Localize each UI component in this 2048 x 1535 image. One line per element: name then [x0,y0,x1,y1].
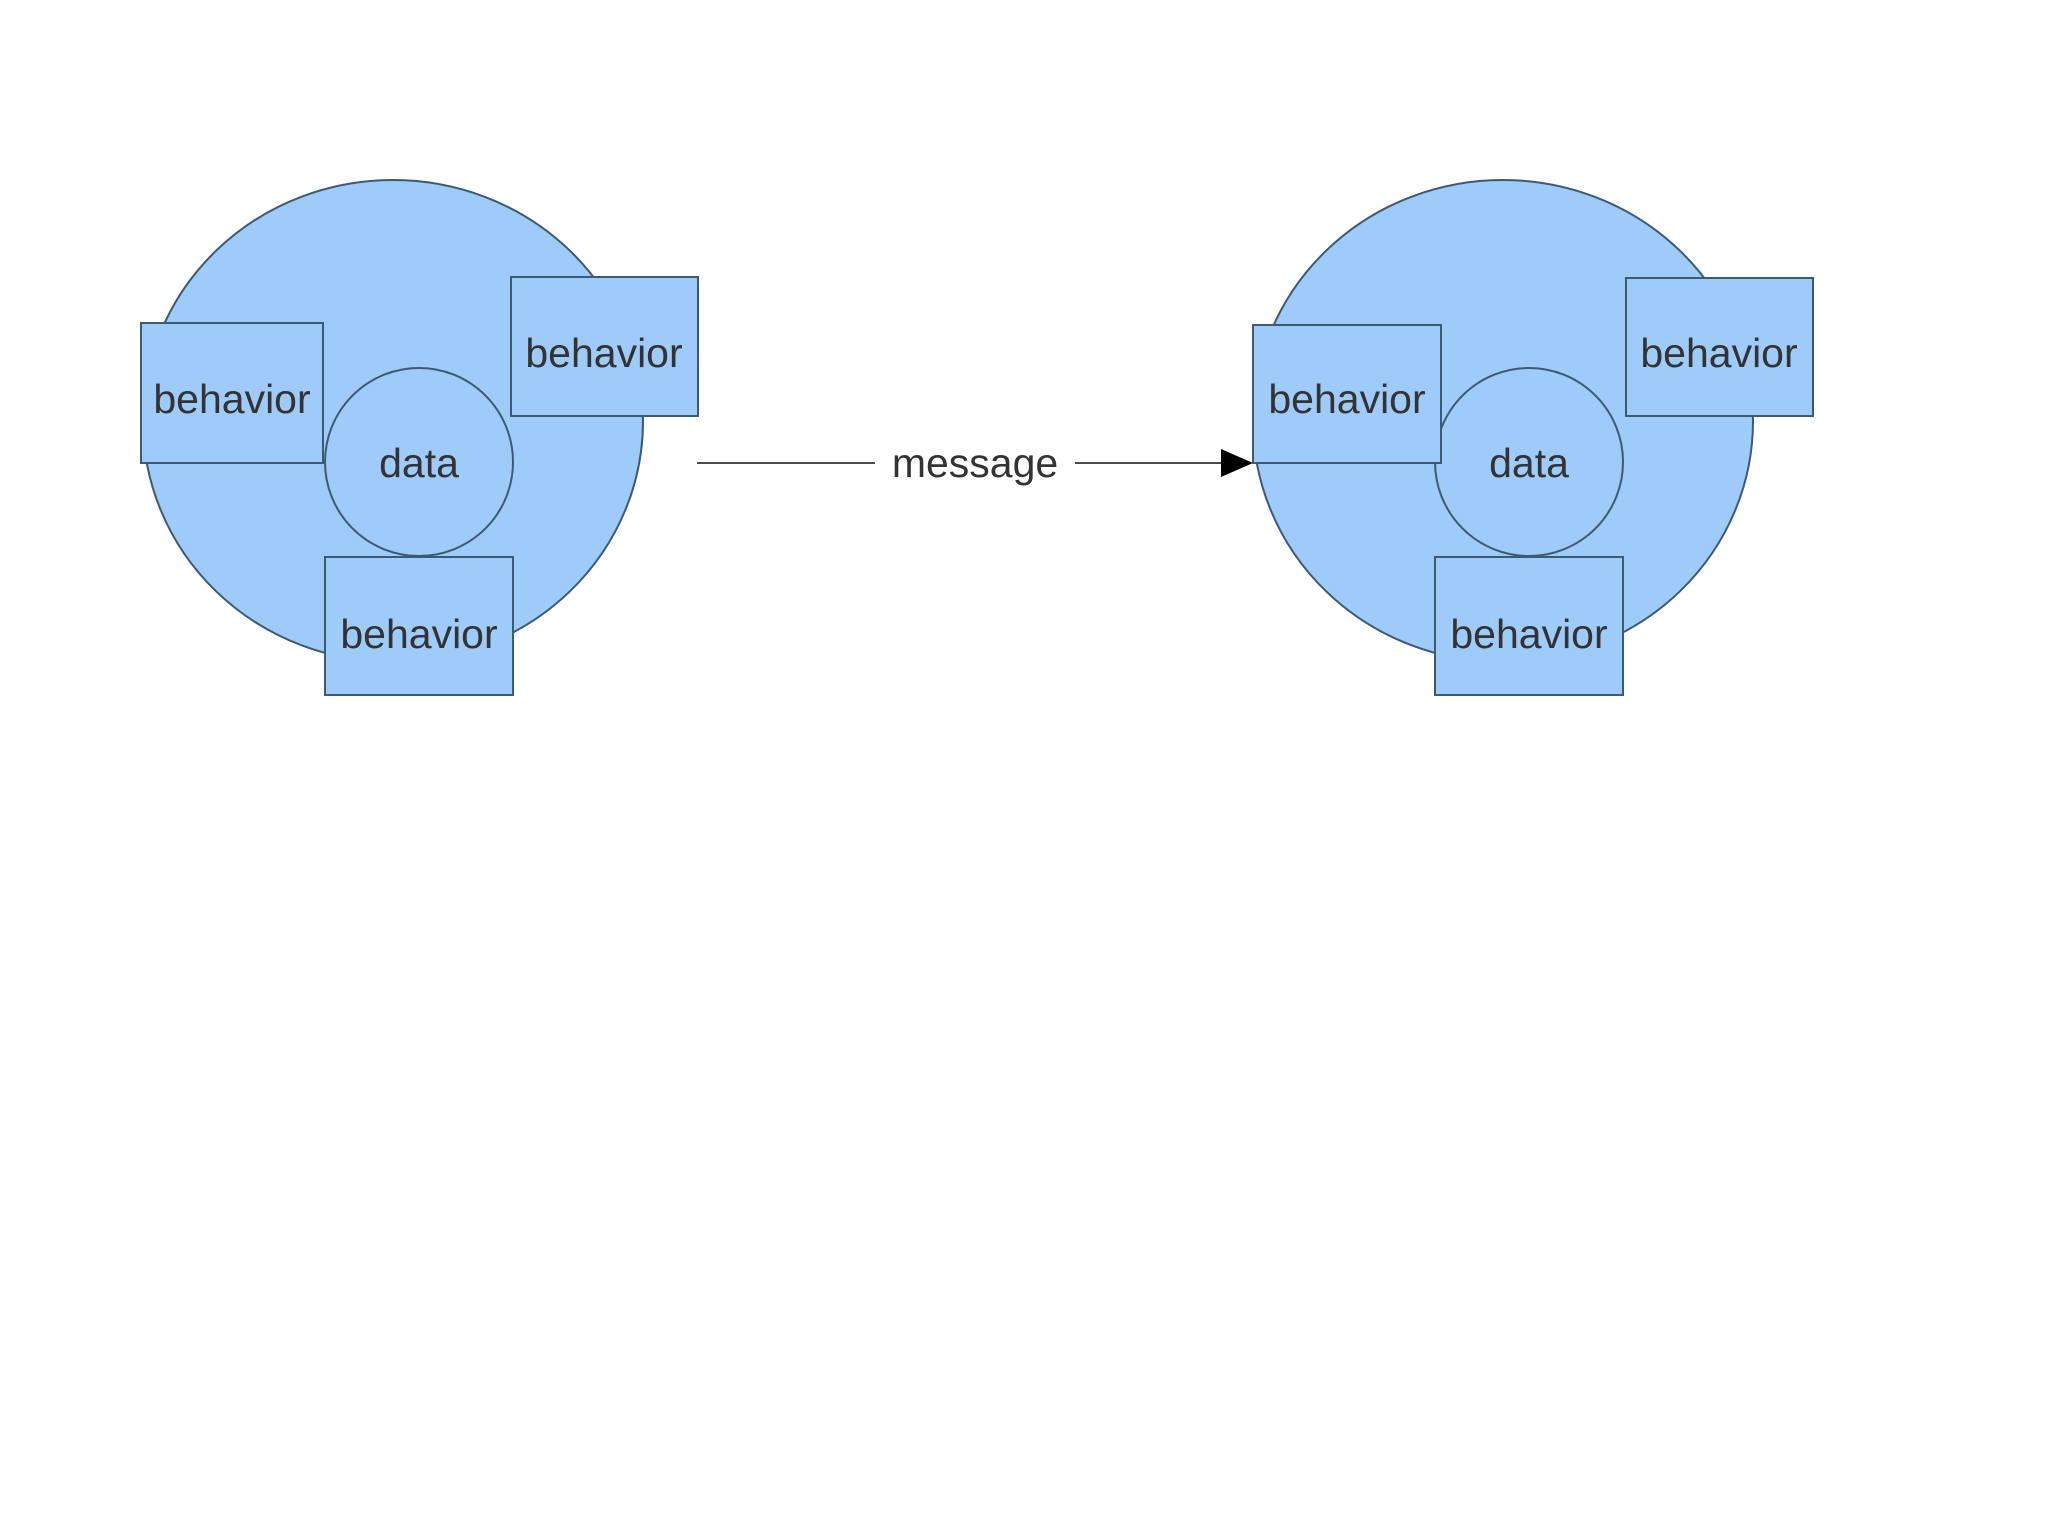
sender-data-label: data [379,440,459,486]
receiver-behavior-bottom-label: behavior [1450,611,1607,657]
sender-behavior-topright-label: behavior [525,330,682,376]
receiver-behavior-left-label: behavior [1268,376,1425,422]
sender-behavior-left-box[interactable] [140,322,324,464]
sender-behavior-bottom-box[interactable] [324,556,514,696]
sender-behavior-bottom-label: behavior [340,611,497,657]
sender-object[interactable]: behavior behavior behavior data [140,179,699,696]
sender-behavior-left-label: behavior [153,376,310,422]
message-arrowhead-icon [1221,449,1253,477]
message-connector[interactable]: message [697,440,1253,486]
message-label: message [892,440,1058,486]
receiver-behavior-left-box[interactable] [1252,324,1442,464]
sender-data-circle[interactable] [324,367,514,557]
receiver-behavior-bottom-box[interactable] [1434,556,1624,696]
receiver-data-label: data [1489,440,1569,486]
receiver-behavior-topright-label: behavior [1640,330,1797,376]
receiver-object[interactable]: behavior behavior behavior data [1252,179,1814,696]
sender-behavior-topright-box[interactable] [510,276,699,417]
receiver-behavior-topright-box[interactable] [1625,277,1814,417]
message-label-backdrop [875,440,1075,486]
